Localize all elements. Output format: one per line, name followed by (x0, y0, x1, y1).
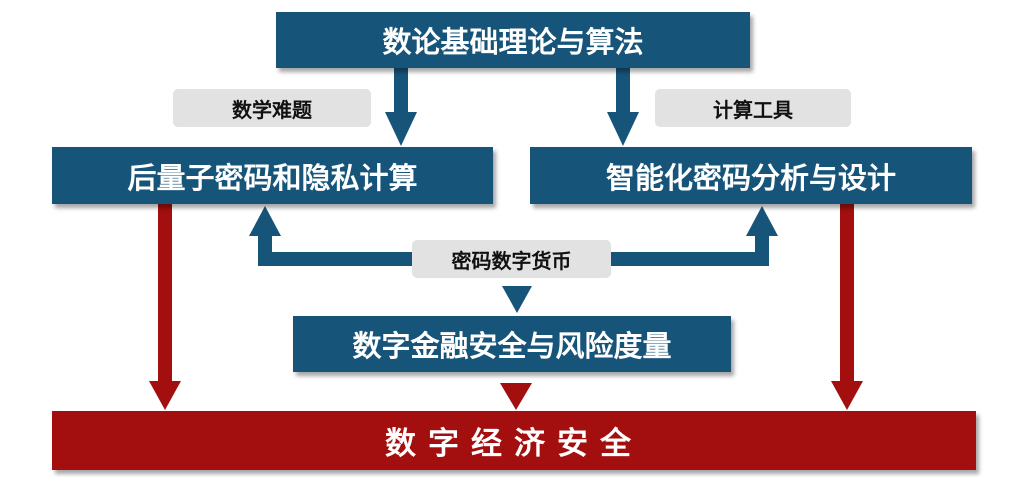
intelligent-crypto-text: 智能化密码分析与设计 (605, 160, 896, 195)
compute-tools-label: 计算工具 (655, 89, 851, 127)
compute-tools-text: 计算工具 (713, 97, 793, 122)
arrow-center-to-middle (502, 286, 532, 313)
crypto-currency-text: 密码数字货币 (451, 248, 572, 273)
number-theory-text: 数论基础理论与算法 (382, 25, 644, 59)
arrow-right-to-bottom (831, 204, 863, 410)
digital-economy-box: 数字经济安全 (52, 411, 976, 470)
post-quantum-text: 后量子密码和隐私计算 (127, 160, 418, 195)
intelligent-crypto-box: 智能化密码分析与设计 (530, 147, 972, 204)
arrow-center-to-left (249, 206, 416, 266)
arrow-top-to-right (607, 68, 639, 146)
number-theory-box: 数论基础理论与算法 (276, 12, 750, 68)
digital-economy-text: 数字经济安全 (385, 426, 643, 462)
arrow-middle-to-bottom (500, 383, 532, 410)
digital-finance-box: 数字金融安全与风险度量 (293, 316, 731, 372)
math-problem-label: 数学难题 (173, 89, 371, 127)
digital-finance-text: 数字金融安全与风险度量 (352, 329, 672, 363)
arrow-top-to-left (385, 68, 417, 146)
math-problem-text: 数学难题 (232, 97, 312, 122)
arrow-left-to-bottom (149, 204, 181, 410)
crypto-currency-label: 密码数字货币 (412, 240, 611, 278)
post-quantum-box: 后量子密码和隐私计算 (52, 147, 493, 204)
arrow-center-to-right (607, 206, 778, 266)
